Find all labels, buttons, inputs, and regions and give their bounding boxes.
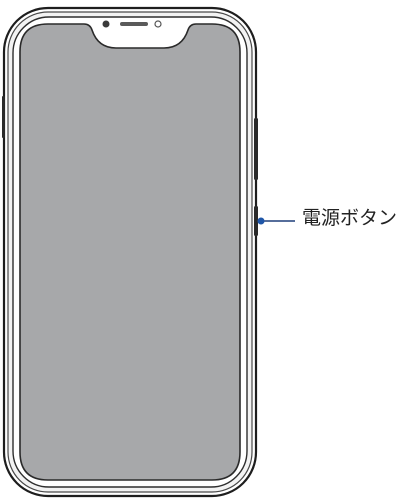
earpiece-icon [120, 22, 148, 26]
volume-key [254, 118, 258, 180]
sensor-icon [154, 20, 162, 28]
power-button-label: 電源ボタン [302, 207, 398, 229]
front-camera-icon [102, 20, 110, 28]
left-side-button [2, 96, 5, 138]
callout-dot [257, 217, 265, 225]
power-key [254, 206, 258, 236]
screen [19, 23, 241, 481]
